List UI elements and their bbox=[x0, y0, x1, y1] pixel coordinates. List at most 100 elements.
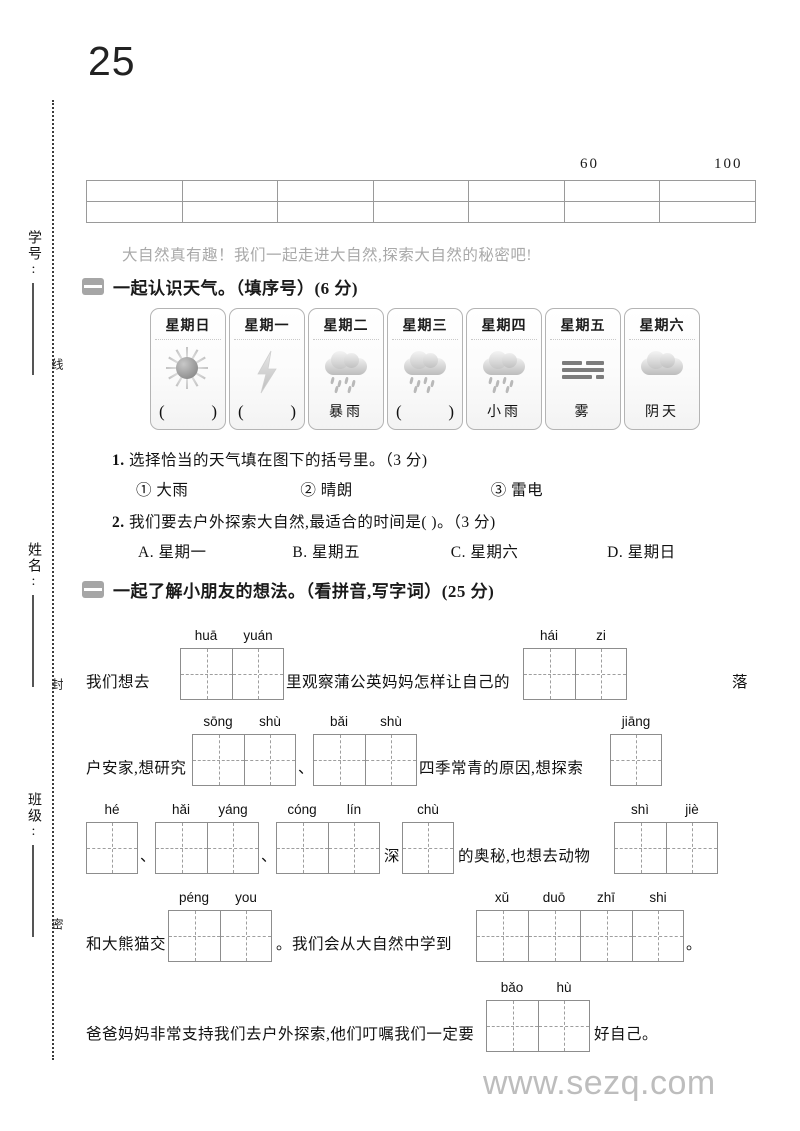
weather-card: 星期日 () bbox=[150, 308, 226, 430]
score-table-cell[interactable] bbox=[277, 180, 374, 202]
question-1-options: ① 大雨 ② 晴朗 ③ 雷电 bbox=[136, 478, 543, 500]
score-table-cell[interactable] bbox=[181, 180, 279, 202]
character-grid-cell[interactable] bbox=[207, 822, 259, 874]
sentence-text: 和大熊猫交 bbox=[86, 936, 167, 953]
character-grid-cell[interactable] bbox=[276, 822, 328, 874]
question-2-option-d[interactable]: D. 星期日 bbox=[607, 544, 676, 561]
character-grid-cell[interactable] bbox=[580, 910, 632, 962]
weather-card: 星期六阴天 bbox=[624, 308, 700, 430]
question-1-option-1[interactable]: ① 大雨 bbox=[136, 482, 189, 499]
question-2-option-c[interactable]: C. 星期六 bbox=[450, 544, 519, 561]
question-1-text: 选择恰当的天气填在图下的括号里。（3 分) bbox=[129, 452, 428, 469]
weather-answer-blank[interactable]: () bbox=[238, 402, 296, 422]
sentence-text: 、 bbox=[261, 848, 278, 865]
margin-fields: 学号: 姓名: 班级: bbox=[20, 100, 46, 1060]
character-grid-cell[interactable] bbox=[486, 1000, 538, 1052]
margin-field-name: 姓名: bbox=[20, 542, 46, 687]
character-grid[interactable] bbox=[486, 1000, 590, 1052]
score-table-cell[interactable] bbox=[563, 201, 661, 223]
character-grid-cell[interactable] bbox=[538, 1000, 590, 1052]
score-table-cell[interactable] bbox=[563, 180, 661, 202]
character-grid-cell[interactable] bbox=[168, 910, 220, 962]
score-table-cell[interactable] bbox=[468, 201, 565, 223]
character-grid-cell[interactable] bbox=[86, 822, 138, 874]
sentence-text: 深 bbox=[384, 848, 401, 865]
character-grid[interactable] bbox=[610, 734, 662, 786]
character-grid-cell[interactable] bbox=[476, 910, 528, 962]
pinyin-label: hái bbox=[539, 628, 558, 643]
pinyin-label: duō bbox=[542, 890, 566, 905]
character-grid-cell[interactable] bbox=[244, 734, 296, 786]
character-grid[interactable] bbox=[180, 648, 284, 700]
score-table-header-labels: 60 100 bbox=[86, 156, 756, 178]
cloud-icon bbox=[635, 347, 689, 397]
character-grid-cell[interactable] bbox=[313, 734, 365, 786]
character-grid-cell[interactable] bbox=[192, 734, 244, 786]
margin-label-student-id: 学号: bbox=[26, 230, 41, 279]
character-grid[interactable] bbox=[192, 734, 296, 786]
character-grid[interactable] bbox=[523, 648, 627, 700]
question-1-option-2[interactable]: ② 晴朗 bbox=[300, 482, 353, 499]
rain-cloud-icon bbox=[398, 347, 452, 397]
question-2-option-b[interactable]: B. 星期五 bbox=[292, 544, 360, 561]
character-grid[interactable] bbox=[614, 822, 718, 874]
paren-close: ) bbox=[211, 402, 217, 421]
character-grid[interactable] bbox=[402, 822, 454, 874]
score-table-cell[interactable] bbox=[468, 180, 565, 202]
character-grid-cell[interactable] bbox=[614, 822, 666, 874]
paren-open: ( bbox=[238, 402, 244, 421]
character-grid-cell[interactable] bbox=[666, 822, 718, 874]
pinyin-label: you bbox=[235, 890, 257, 905]
score-table-row bbox=[86, 180, 756, 202]
score-table-cell[interactable] bbox=[181, 201, 279, 223]
seal-char-feng: 封 bbox=[50, 678, 64, 690]
question-2-option-a[interactable]: A. 星期一 bbox=[138, 544, 207, 561]
character-grid-cell[interactable] bbox=[523, 648, 575, 700]
character-grid-cell[interactable] bbox=[232, 648, 284, 700]
character-grid[interactable] bbox=[86, 822, 138, 874]
score-table-cell[interactable] bbox=[277, 201, 374, 223]
character-grid[interactable] bbox=[276, 822, 380, 874]
sentence-text: 四季常青的原因,想探索 bbox=[419, 760, 584, 777]
character-grid[interactable] bbox=[476, 910, 684, 962]
character-grid[interactable] bbox=[313, 734, 417, 786]
character-grid[interactable] bbox=[155, 822, 259, 874]
margin-field-class: 班级: bbox=[20, 792, 46, 937]
score-table-cell[interactable] bbox=[372, 180, 470, 202]
character-grid-cell[interactable] bbox=[402, 822, 454, 874]
weather-card-day: 星期日 bbox=[165, 319, 211, 334]
character-grid-cell[interactable] bbox=[328, 822, 380, 874]
score-table-cell[interactable] bbox=[659, 201, 756, 223]
character-grid-cell[interactable] bbox=[365, 734, 417, 786]
weather-card-label: 暴雨 bbox=[329, 405, 363, 420]
section-title-2: 一起了解小朋友的想法。（看拼音,写字词）(25 分) bbox=[113, 582, 495, 601]
score-table-cell[interactable] bbox=[659, 180, 756, 202]
character-grid-cell[interactable] bbox=[575, 648, 627, 700]
pinyin-label: hé bbox=[104, 802, 120, 817]
character-grid-cell[interactable] bbox=[610, 734, 662, 786]
character-grid[interactable] bbox=[168, 910, 272, 962]
pinyin-label: xǔ bbox=[494, 890, 510, 905]
pinyin-label: zi bbox=[596, 628, 606, 643]
rain-cloud-icon bbox=[477, 347, 531, 397]
weather-card: 星期四小雨 bbox=[466, 308, 542, 430]
character-grid-cell[interactable] bbox=[220, 910, 272, 962]
score-table-cell[interactable] bbox=[372, 201, 470, 223]
character-grid-cell[interactable] bbox=[155, 822, 207, 874]
weather-card-day: 星期四 bbox=[481, 319, 527, 334]
character-grid-cell[interactable] bbox=[632, 910, 684, 962]
score-table-row bbox=[86, 201, 756, 223]
weather-answer-blank[interactable]: () bbox=[396, 402, 454, 422]
score-table-cell[interactable] bbox=[86, 180, 183, 202]
score-table-cell[interactable] bbox=[86, 201, 183, 223]
sentence-text: 落 bbox=[732, 674, 749, 691]
question-1-option-3[interactable]: ③ 雷电 bbox=[490, 482, 544, 499]
character-grid-cell[interactable] bbox=[528, 910, 580, 962]
weather-answer-blank[interactable]: () bbox=[159, 402, 217, 422]
pinyin-label: shì bbox=[630, 802, 649, 817]
pinyin-label: bǎi bbox=[329, 714, 348, 729]
character-grid-cell[interactable] bbox=[180, 648, 232, 700]
